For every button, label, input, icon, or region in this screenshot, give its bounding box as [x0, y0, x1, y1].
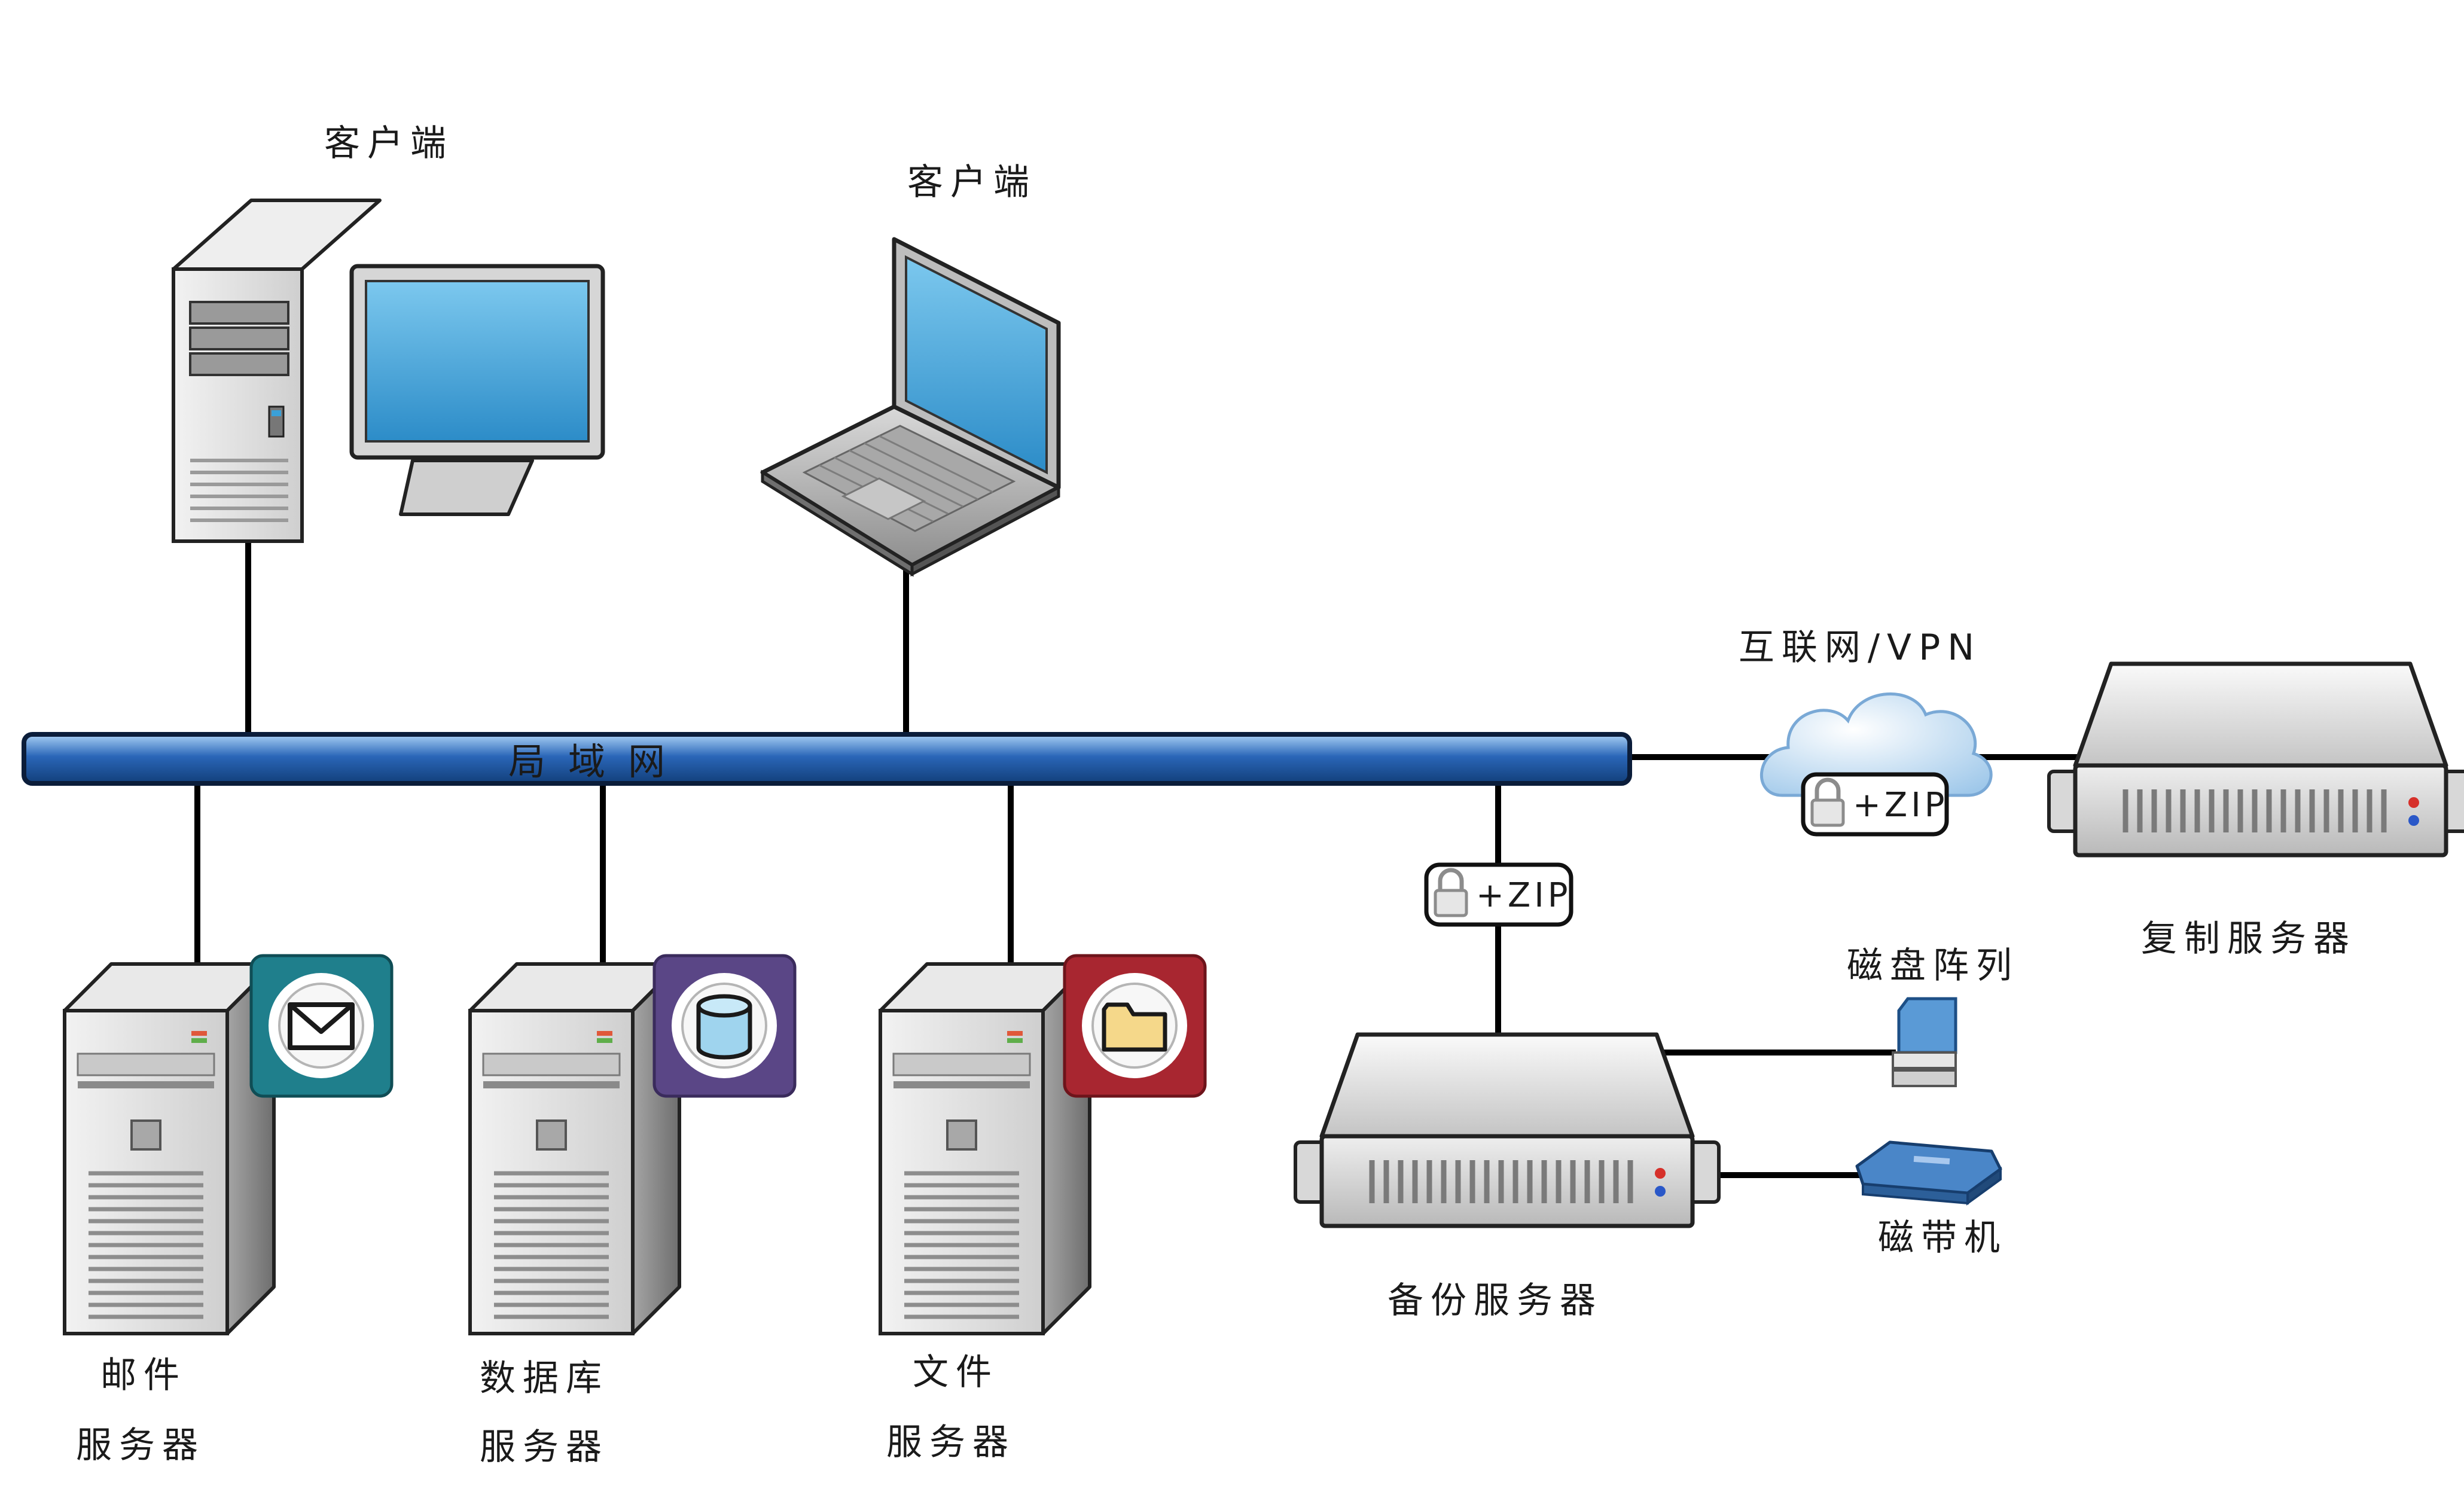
replica-server	[2049, 664, 2464, 855]
replica-server-label: 复制服务器	[2141, 918, 2356, 960]
envelope-icon	[288, 1002, 355, 1050]
file-server	[880, 954, 1207, 1334]
file-server-label-2: 服务器	[886, 1421, 1016, 1463]
mail-server	[65, 954, 394, 1334]
db-server-label-1: 数据库	[480, 1357, 609, 1399]
laptop-client-label: 客户端	[907, 161, 1036, 203]
backup-server-label: 备份服务器	[1387, 1280, 1603, 1322]
mail-app-badge	[249, 954, 394, 1098]
disk-array	[1892, 997, 1957, 1087]
db-app-badge	[652, 954, 797, 1098]
internet-label: 互联网/VPN	[1739, 627, 1981, 669]
mail-server-label-2: 服务器	[76, 1424, 205, 1466]
folder-icon	[1102, 1002, 1167, 1052]
encryption-zip-badge-backup: +ZIP	[1424, 862, 1573, 927]
lock-icon	[1810, 777, 1845, 827]
mail-server-label-1: 邮件	[100, 1355, 187, 1396]
zip-label-cloud: +ZIP	[1853, 786, 1948, 825]
desktop-monitor	[349, 264, 605, 516]
encryption-zip-badge-cloud: +ZIP	[1801, 772, 1949, 837]
lan-label: 局域网	[508, 740, 688, 783]
tape-drive-label: 磁带机	[1878, 1217, 2007, 1259]
desktop-client-label: 客户端	[324, 123, 453, 164]
tape-drive	[1855, 1140, 2002, 1206]
backup-server	[1295, 1035, 1719, 1226]
desktop-tower	[172, 199, 382, 543]
lan-backbone: 局域网	[22, 732, 1632, 786]
internet-cloud	[1760, 692, 1993, 797]
db-server-label-2: 服务器	[480, 1426, 609, 1468]
disk-array-label: 磁盘阵列	[1847, 945, 2019, 987]
desktop-client	[172, 199, 605, 543]
lock-icon	[1434, 868, 1468, 917]
database-icon	[696, 994, 752, 1060]
file-app-badge	[1063, 954, 1207, 1098]
file-server-label-1: 文件	[913, 1352, 999, 1393]
zip-label-backup: +ZIP	[1476, 876, 1572, 915]
database-server	[470, 954, 797, 1334]
laptop-client	[760, 237, 1061, 577]
